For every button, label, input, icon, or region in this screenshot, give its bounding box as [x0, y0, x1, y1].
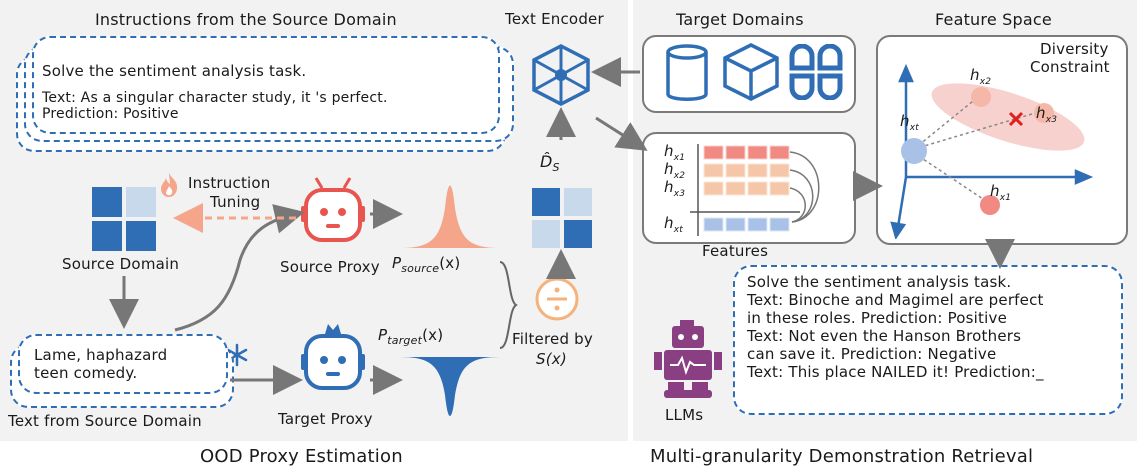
d-hat-label: D̂S — [540, 152, 560, 175]
text-example-bubble: Lame, haphazard teen comedy. — [18, 334, 228, 394]
filtered-data-icon — [532, 188, 592, 248]
diversity-line1: Diversity — [1040, 40, 1109, 58]
feature-space-plot — [890, 63, 1094, 239]
text-encoder-icon — [532, 44, 590, 106]
target-proxy-robot-icon — [301, 324, 365, 390]
h-x1: hx1 — [664, 142, 686, 163]
instruction-line2: Text: As a singular character study, it … — [42, 90, 388, 106]
feature-cell — [769, 181, 790, 196]
feature-cell — [703, 217, 724, 232]
feature-cell — [747, 217, 768, 232]
instruction-bubble: Solve the sentiment analysis task. Text:… — [32, 36, 500, 134]
feature-cell — [747, 145, 768, 160]
feature-cell — [769, 217, 790, 232]
retrieval-line6: Text: This place NAILED it! Prediction:_ — [747, 363, 1044, 381]
llms-label: LLMs — [665, 406, 704, 424]
feature-cell — [769, 145, 790, 160]
right-footer: Multi-granularity Demonstration Retrieva… — [650, 446, 1034, 467]
cube-icon — [723, 43, 779, 101]
retrieval-line4: Text: Not even the Hanson Brothers — [747, 327, 1022, 345]
retrieval-line2: Text: Binoche and Magimel are perfect — [747, 291, 1044, 309]
retrieval-line1: Solve the sentiment analysis task. — [747, 273, 1012, 291]
instruction-line1: Solve the sentiment analysis task. — [42, 62, 307, 80]
target-distribution-curve — [400, 357, 500, 416]
h-xt: hxt — [664, 214, 683, 235]
llm-robot-icon — [654, 320, 722, 398]
instructions-title: Instructions from the Source Domain — [95, 10, 397, 29]
instruction-tuning-line1: Instruction — [188, 174, 271, 192]
instruction-line3: Prediction: Positive — [42, 106, 179, 122]
text-example-line2: teen comedy. — [34, 364, 138, 382]
arrows-layer — [109, 57, 1015, 395]
filtered-by-label: Filtered by — [512, 330, 593, 348]
target-domains-label: Target Domains — [676, 10, 804, 29]
feature-space-label: Feature Space — [935, 10, 1052, 29]
h-x2: hx2 — [664, 160, 686, 181]
retrieval-line3: in these roles. Prediction: Positive — [747, 309, 1007, 327]
feature-cell — [747, 163, 768, 178]
instruction-tuning-line2: Tuning — [210, 193, 261, 211]
brace — [499, 261, 518, 349]
text-encoder-label: Text Encoder — [505, 10, 604, 28]
grid-shape-icon — [789, 44, 843, 100]
retrieval-line5: can save it. Prediction: Negative — [747, 345, 997, 363]
feature-cell — [725, 163, 746, 178]
feature-cell — [725, 145, 746, 160]
text-from-source-label: Text from Source Domain — [8, 412, 202, 430]
feature-cell — [769, 163, 790, 178]
diversity-line2: Constraint — [1030, 58, 1110, 76]
p-source: Psource(x) — [392, 254, 461, 275]
target-proxy-label: Target Proxy — [278, 410, 373, 428]
space-h-x2: hx2 — [970, 66, 992, 87]
filter-function: S(x) — [536, 350, 567, 368]
divide-icon — [535, 277, 579, 321]
source-domain-label: Source Domain — [62, 255, 180, 273]
source-domain-icon — [92, 187, 156, 251]
source-distribution-curve — [400, 185, 500, 248]
space-h-x3: hx3 — [1036, 104, 1058, 125]
space-h-xt: hxt — [900, 112, 919, 133]
space-h-x1: hx1 — [990, 182, 1012, 203]
feature-cell — [703, 163, 724, 178]
features-label: Features — [702, 242, 769, 260]
retrieval-bubble: Solve the sentiment analysis task. Text:… — [733, 265, 1123, 415]
p-target: Ptarget(x) — [378, 326, 444, 347]
feature-cell — [747, 181, 768, 196]
fire-icon — [161, 173, 178, 197]
h-x3: hx3 — [664, 178, 686, 199]
text-example-line1: Lame, haphazard — [34, 346, 168, 364]
source-proxy-label: Source Proxy — [280, 258, 380, 276]
feature-cell — [725, 181, 746, 196]
feature-cell — [703, 181, 724, 196]
left-footer: OOD Proxy Estimation — [200, 446, 403, 467]
database-icon — [666, 44, 708, 101]
feature-cell — [703, 145, 724, 160]
feature-cell — [725, 217, 746, 232]
feature-matrix — [690, 144, 820, 236]
